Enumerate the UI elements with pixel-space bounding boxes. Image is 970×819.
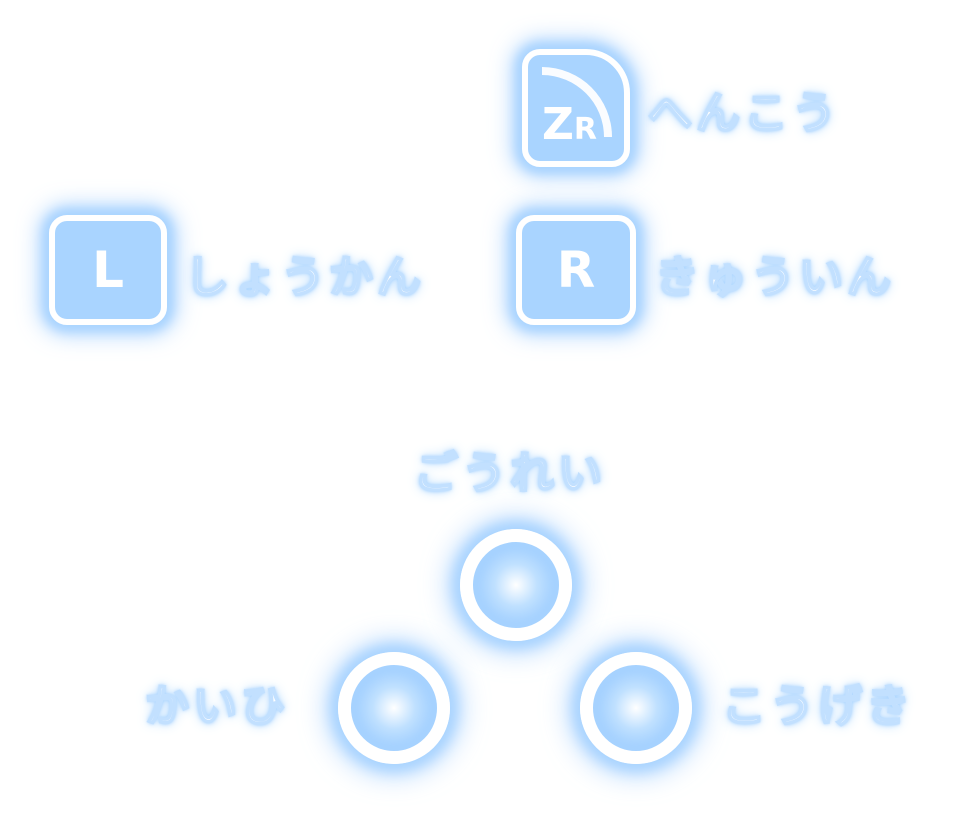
attack-button[interactable]: [580, 652, 692, 764]
dodge-button[interactable]: [338, 652, 450, 764]
command-button[interactable]: [460, 529, 572, 641]
command-label: ごうれい: [413, 448, 606, 499]
zr-label: へんこう: [647, 88, 840, 139]
dodge-label: かいひ: [144, 681, 289, 732]
l-button-glyph: L: [92, 241, 124, 299]
r-label: きゅういん: [654, 252, 895, 303]
attack-label: こうげき: [721, 681, 914, 732]
l-label: しょうかん: [184, 252, 425, 303]
zr-button[interactable]: ZR: [522, 49, 630, 167]
l-button[interactable]: L: [49, 215, 167, 325]
r-button[interactable]: R: [516, 215, 636, 325]
r-button-glyph: R: [556, 241, 596, 299]
zr-button-glyph: ZR: [542, 99, 598, 150]
